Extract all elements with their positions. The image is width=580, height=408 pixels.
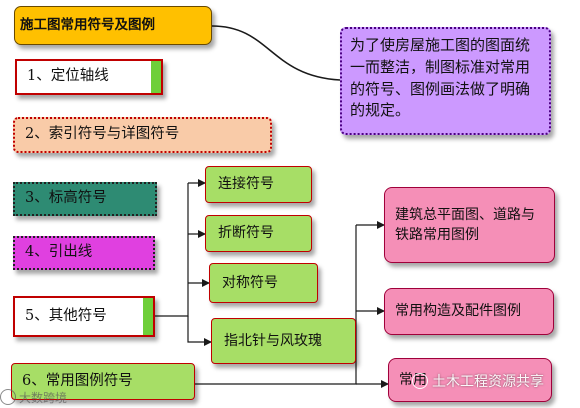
- other-symbols-trunk: [155, 183, 189, 317]
- item-axis-lines-label: 1、定位轴线: [27, 68, 109, 85]
- wechat-logo-icon: [412, 373, 428, 389]
- item-other-symbols: 5、其他符号: [13, 296, 155, 337]
- symbol-connection-label: 连接符号: [218, 176, 274, 193]
- item-elevation-symbols-label: 3、标高符号: [25, 190, 107, 207]
- watermark-right: 土木工程资源共享: [412, 370, 544, 392]
- legend-construction-fittings-label: 常用构造及配件图例: [395, 303, 521, 320]
- branch-zhibeizhen: [187, 316, 212, 346]
- item-other-symbols-label: 5、其他符号: [25, 307, 107, 324]
- symbol-symmetry: 对称符号: [209, 263, 318, 303]
- item-elevation-symbols: 3、标高符号: [13, 182, 157, 216]
- legend-site-plan-roads-label: 建筑总平面图、道路与铁路常用图例: [395, 206, 535, 243]
- watermark-logo-icon: [0, 389, 16, 405]
- title-to-note-connector: [211, 25, 341, 81]
- item-leader-lines-label: 4、引出线: [25, 244, 93, 261]
- watermark-right-text: 土木工程资源共享: [432, 374, 544, 390]
- note-box: 为了使房屋施工图的图面统一而整洁，制图标准对常用的符号、图例画法做了明确的规定。: [340, 27, 551, 135]
- legend-construction-fittings: 常用构造及配件图例: [384, 288, 554, 335]
- symbol-break: 折断符号: [205, 215, 312, 252]
- legend-site-plan-roads: 建筑总平面图、道路与铁路常用图例: [384, 187, 555, 263]
- note-text: 为了使房屋施工图的图面统一而整洁，制图标准对常用的符号、图例画法做了明确的规定。: [350, 36, 531, 120]
- item-leader-lines: 4、引出线: [13, 236, 155, 270]
- item-axis-lines: 1、定位轴线: [15, 59, 163, 95]
- watermark-left: 大数跨境: [0, 386, 120, 408]
- title-text: 施工图常用符号及图例: [20, 16, 155, 33]
- item-legend-symbols: 6、常用图例符号: [11, 363, 195, 400]
- symbol-symmetry-label: 对称符号: [222, 274, 278, 291]
- item-index-symbols-label: 2、索引符号与详图符号: [25, 126, 180, 143]
- title-box: 施工图常用符号及图例: [14, 6, 212, 45]
- item-legend-symbols-label: 6、常用图例符号: [22, 372, 133, 389]
- symbol-compass-windrose: 指北针与风玫瑰: [211, 318, 356, 364]
- symbol-compass-windrose-label: 指北针与风玫瑰: [224, 332, 322, 349]
- symbol-break-label: 折断符号: [218, 225, 274, 242]
- watermark-left-text: 大数跨境: [19, 390, 68, 405]
- symbol-connection: 连接符号: [205, 166, 312, 203]
- item-index-symbols: 2、索引符号与详图符号: [13, 117, 272, 153]
